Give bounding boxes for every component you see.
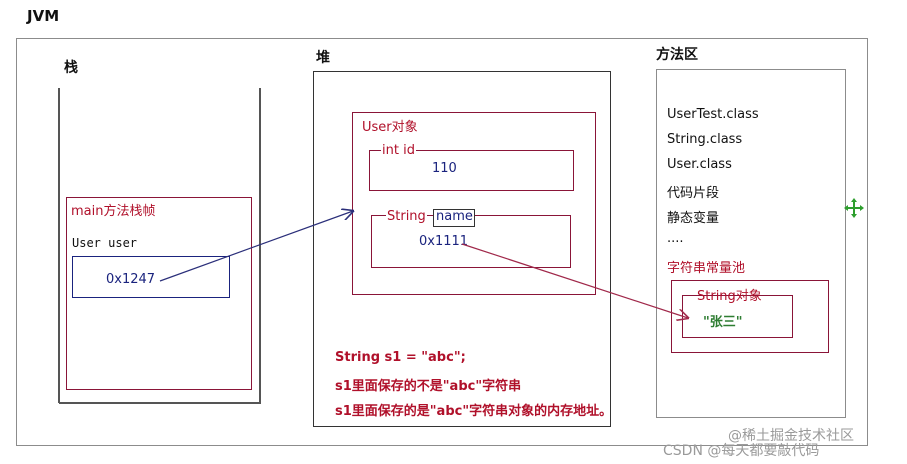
method-item-code: 代码片段	[667, 186, 720, 201]
note-line-1: String s1 = "abc";	[335, 350, 466, 365]
stack-right-wall	[259, 88, 261, 403]
move-cursor-icon	[844, 198, 864, 218]
user-var-box	[72, 256, 230, 298]
heap-to-pool-arrow	[461, 243, 688, 318]
method-item-user: User.class	[667, 157, 732, 172]
id-field-box	[369, 150, 574, 191]
user-object-title: User对象	[362, 120, 418, 135]
method-item-ellipsis: ....	[667, 231, 684, 246]
stack-bottom	[59, 402, 261, 404]
stack-left-wall	[58, 88, 60, 403]
main-frame-title: main方法栈帧	[71, 204, 156, 219]
method-item-usertest: UserTest.class	[667, 107, 759, 122]
watermark-csdn: CSDN @每天都要敲代码	[663, 443, 820, 459]
name-field-type: String	[386, 209, 427, 224]
string-object-title: String对象	[697, 289, 762, 304]
id-field-label: int id	[381, 143, 416, 158]
jvm-frame	[16, 38, 868, 446]
watermark-juejin: @稀土掘金技术社区	[728, 428, 854, 444]
note-line-2: s1里面保存的不是"abc"字符串	[335, 379, 522, 394]
method-area-frame	[656, 69, 846, 418]
string-pool-title: 字符串常量池	[667, 261, 746, 276]
heap-frame	[313, 71, 611, 427]
id-field-value: 110	[432, 161, 457, 176]
jvm-title: JVM	[27, 7, 60, 25]
name-field-value: 0x1111	[419, 234, 469, 249]
main-stack-frame	[66, 197, 252, 390]
method-item-string: String.class	[667, 132, 743, 147]
user-var-label: User user	[72, 236, 138, 250]
user-object-box	[352, 112, 596, 295]
note-line-3: s1里面保存的是"abc"字符串对象的内存地址。	[335, 404, 613, 419]
stack-title: 栈	[64, 60, 78, 76]
string-pool-box	[671, 280, 829, 353]
user-var-value: 0x1247	[106, 272, 156, 287]
name-field-name: name	[436, 209, 473, 224]
stack-to-heap-arrow	[159, 211, 353, 282]
name-field-highlight	[433, 209, 475, 227]
string-object-value: "张三"	[703, 315, 743, 330]
method-area-title: 方法区	[656, 47, 698, 63]
method-item-static: 静态变量	[667, 211, 720, 226]
heap-title: 堆	[316, 50, 330, 66]
